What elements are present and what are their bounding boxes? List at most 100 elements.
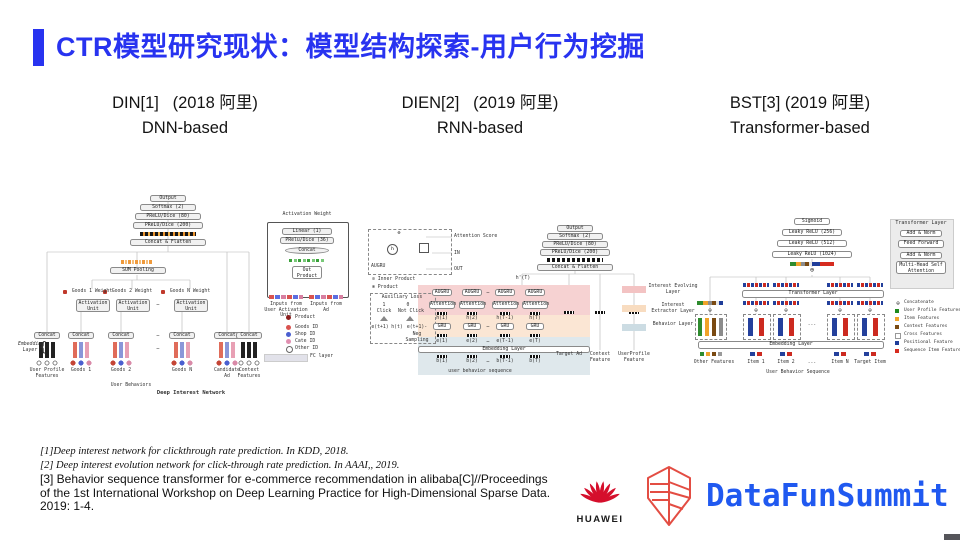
dien-state-mark bbox=[500, 355, 510, 358]
dien-aux-triangle bbox=[406, 316, 414, 321]
dien-legend-behavior-chip bbox=[622, 324, 646, 331]
bst-legend-concat-label: Concatenate bbox=[904, 300, 934, 305]
dien-h-label: h(2) bbox=[466, 316, 478, 321]
din-concat-box: Concat bbox=[169, 332, 195, 339]
din-embedding-bars-profile bbox=[39, 342, 55, 358]
bst-item-input-strip bbox=[750, 352, 762, 356]
din-sum-pooling-box: SUM Pooling bbox=[110, 267, 166, 274]
dien-attention-score-label: Attention Score bbox=[454, 234, 498, 239]
dien-attention-cell: Attention bbox=[522, 301, 549, 309]
dien-gru-cell: GRU bbox=[433, 323, 451, 330]
bst-leakyrelu512-box: Leaky ReLU (512) bbox=[777, 240, 847, 247]
din-pooled-vector-strip bbox=[121, 260, 153, 264]
din-concat-box: Concat bbox=[236, 332, 262, 339]
din-legend-product-label: Product bbox=[295, 315, 316, 320]
title-accent-bar bbox=[33, 29, 44, 66]
column-subtitle-dien: RNN-based bbox=[436, 119, 524, 137]
din-legend-product-dot bbox=[286, 315, 291, 320]
bst-leakyrelu256-box: Leaky ReLU (256) bbox=[782, 229, 842, 236]
dien-prelu200-box: PReLU/Dice (200) bbox=[540, 249, 610, 256]
dien-h-label: h(1) bbox=[436, 316, 448, 321]
din-embedding-brace: { bbox=[39, 340, 47, 355]
din-panel-concat-ellipse: Concat bbox=[285, 247, 329, 254]
din-panel-ad-strip bbox=[309, 295, 343, 299]
bst-concat-icon: ⊕ bbox=[708, 307, 712, 314]
din-legend-goods-dot bbox=[286, 325, 291, 330]
dien-ellipsis: … bbox=[486, 339, 490, 344]
bst-legend-chip-cross bbox=[895, 333, 901, 339]
dien-e-label: e(T-1) bbox=[496, 339, 514, 344]
dien-legend-product: ⊗ Product bbox=[372, 285, 398, 290]
dien-state-mark bbox=[595, 311, 605, 314]
bst-item-input-strip bbox=[780, 352, 792, 356]
din-output-box: Output bbox=[150, 195, 186, 202]
bst-feature-bars bbox=[862, 318, 880, 336]
dien-concat-flatten-box: Concat & Flatten bbox=[537, 264, 613, 271]
dien-state-mark bbox=[530, 334, 540, 337]
dien-product-op-icon: ⊗ bbox=[397, 231, 401, 236]
din-concat-vector-strip bbox=[140, 232, 196, 236]
dien-aux-one: 1 bbox=[382, 303, 386, 308]
bst-seq-vector-strip bbox=[743, 301, 769, 305]
dien-state-mark bbox=[564, 311, 574, 314]
dien-embedding-layer-bar: Embedding Layer bbox=[418, 346, 590, 353]
dien-concat-vector-strip bbox=[547, 258, 603, 262]
dien-state-mark bbox=[530, 355, 540, 358]
dien-attention-cell: Attention bbox=[429, 301, 456, 309]
din-panel-user-strip bbox=[269, 295, 303, 299]
bst-legend-sequence: Sequence Item Features bbox=[904, 348, 960, 353]
din-legend-other-label: Other ID bbox=[295, 346, 319, 351]
dien-in-label: IN bbox=[454, 251, 460, 256]
din-goods2-weight-label: Goods 2 Weight bbox=[111, 289, 153, 294]
din-prelu80-box: PReLU/Dice (80) bbox=[135, 213, 201, 220]
din-activation-unit-box: Activation Unit bbox=[76, 299, 110, 312]
bst-other-vector-strip bbox=[697, 301, 723, 305]
huawei-wordmark: HUAWEI bbox=[576, 514, 624, 525]
bst-other-features-group bbox=[695, 314, 727, 340]
dien-out-label: OUT bbox=[454, 267, 463, 272]
bst-legend-item: Item Features bbox=[904, 316, 940, 321]
dien-state-mark bbox=[467, 355, 477, 358]
bst-ellipsis: ... bbox=[807, 322, 817, 327]
bst-concat-icon: ⊕ bbox=[784, 307, 788, 314]
column-subtitle-bst: Transformer-based bbox=[730, 119, 870, 137]
din-panel-inputs-ad-label: Inputs from Ad bbox=[310, 302, 342, 313]
dien-b-label: b(1) bbox=[436, 359, 448, 364]
din-id-dots-profile bbox=[36, 360, 58, 366]
din-legend-goods-label: Goods ID bbox=[295, 325, 319, 330]
dien-gru-cell: GRU bbox=[463, 323, 481, 330]
din-connectors bbox=[46, 202, 250, 332]
dien-gate-square bbox=[419, 243, 429, 253]
dien-aux-not-click: Not Click bbox=[398, 309, 424, 314]
din-panel-title: Activation Weight bbox=[282, 212, 332, 217]
din-input-label-goods2: Goods 2 bbox=[110, 368, 132, 373]
bst-label-item2: Item 2 bbox=[777, 360, 795, 365]
bst-concat-icon: ⊕ bbox=[754, 307, 758, 314]
dien-input-userprofile: UserProfile Feature bbox=[618, 352, 650, 363]
bst-legend-chip-item bbox=[895, 317, 899, 321]
din-legend-shop-label: Shop ID bbox=[295, 332, 316, 337]
dien-b-label: b(T-1) bbox=[496, 359, 514, 364]
din-product-mark bbox=[103, 290, 107, 294]
datafun-summit-wordmark: DataFunSummit bbox=[706, 478, 949, 514]
din-ellipsis: … bbox=[156, 346, 160, 351]
bst-panel-add-norm2: Add & Norm bbox=[900, 252, 942, 259]
dien-aux-title: Auxiliary Loss bbox=[381, 295, 423, 300]
bst-concat-vector-strip bbox=[790, 262, 834, 266]
bst-ellipsis: ... bbox=[807, 360, 817, 365]
dien-state-mark bbox=[467, 334, 477, 337]
dien-state-mark bbox=[629, 311, 639, 314]
bst-seq-vector-strip bbox=[857, 283, 883, 287]
din-concat-box: Concat bbox=[68, 332, 94, 339]
dien-state-mark bbox=[500, 312, 510, 315]
din-legend-fc-bar bbox=[264, 354, 308, 362]
dien-behavior-seq-label: user behavior sequence bbox=[448, 369, 512, 374]
din-legend-cate-dot bbox=[286, 339, 291, 344]
bst-item-group bbox=[827, 314, 855, 340]
bst-item-input-strip bbox=[834, 352, 846, 356]
bst-transformer-layer-bar: Transformer Layer bbox=[742, 290, 884, 298]
dien-input-context: Context Feature bbox=[589, 352, 611, 363]
dien-h-label: h(T) bbox=[529, 316, 541, 321]
dien-aux-click: Click bbox=[376, 309, 392, 314]
